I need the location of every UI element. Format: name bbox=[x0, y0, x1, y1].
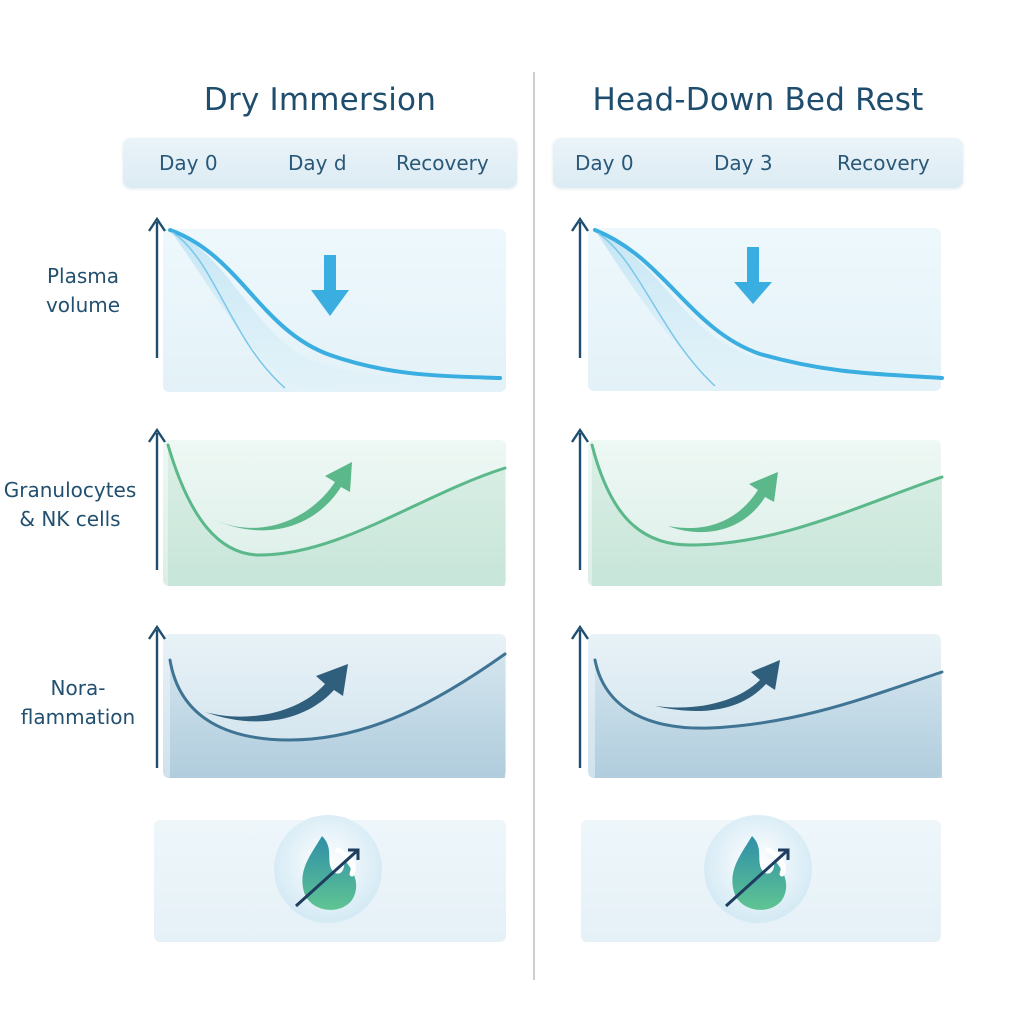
timeline-recovery: Recovery bbox=[396, 151, 489, 175]
hdbr-inflammation-axis-arrow bbox=[571, 624, 589, 768]
timeline-day0: Day 0 bbox=[575, 151, 634, 175]
hdbr-granulocytes-curve bbox=[590, 443, 944, 547]
dry-inflammation-area bbox=[170, 654, 505, 778]
timeline-day0: Day 0 bbox=[159, 151, 218, 175]
dry-inflammation-blocked-icon bbox=[274, 815, 382, 923]
dry-inflammation-axis-arrow bbox=[148, 624, 166, 768]
row-label-line: volume bbox=[45, 293, 121, 317]
timeline-day-n: Day d bbox=[288, 151, 347, 175]
timeline-day-n: Day 3 bbox=[714, 151, 773, 175]
row-label-line: flammation bbox=[20, 705, 136, 729]
dry-plasma-axis-arrow bbox=[148, 216, 166, 358]
row-label-line: Granulocytes bbox=[3, 478, 137, 502]
row-label-line: & NK cells bbox=[19, 507, 121, 531]
dry-inflammation-curve bbox=[168, 652, 507, 742]
dry-up-arrow-icon bbox=[215, 462, 352, 531]
head-down-bed-rest-title: Head-Down Bed Rest bbox=[592, 82, 924, 118]
hdbr-inflammation-curve bbox=[593, 658, 944, 730]
dry-granulocytes-curve bbox=[166, 443, 507, 557]
hdbr-plasma-area bbox=[595, 230, 942, 390]
hdbr-plasma-curve bbox=[593, 228, 944, 380]
dry-granulocytes-axis-arrow bbox=[148, 427, 166, 570]
hdbr-down-arrow-icon bbox=[734, 247, 772, 304]
hdbr-plasma-curve-inner bbox=[597, 232, 716, 387]
row-label-plasma-volume: Plasma volume bbox=[22, 262, 144, 320]
dry-immersion-timeline: Day 0 Day d Recovery bbox=[123, 138, 517, 188]
row-label-granulocytes: Granulocytes & NK cells bbox=[0, 476, 140, 534]
hdbr-inflammation-blocked-icon bbox=[704, 815, 812, 923]
dry-down-arrow-icon bbox=[311, 255, 349, 316]
row-label-line: Plasma bbox=[46, 264, 120, 288]
head-down-bed-rest-timeline: Day 0 Day 3 Recovery bbox=[553, 138, 963, 188]
hdbr-plasma-axis-arrow bbox=[571, 216, 589, 358]
dry-granulocytes-area bbox=[168, 445, 505, 586]
timeline-recovery: Recovery bbox=[837, 151, 930, 175]
column-divider bbox=[533, 72, 535, 980]
row-label-inflammation: Nora- flammation bbox=[16, 674, 140, 732]
hdbr-up-arrow-icon bbox=[668, 472, 778, 533]
dry-plasma-curve-inner bbox=[171, 231, 286, 389]
hdbr-inflammation-area bbox=[595, 660, 942, 778]
dry-plasma-curve bbox=[168, 228, 502, 380]
hdbr-granulocytes-area bbox=[592, 445, 942, 586]
dry-plasma-area bbox=[170, 230, 500, 390]
hdbr-inflammation-up-arrow-icon bbox=[655, 660, 780, 711]
dry-inflammation-up-arrow-icon bbox=[205, 664, 348, 722]
dry-immersion-title: Dry Immersion bbox=[203, 82, 437, 118]
hdbr-granulocytes-axis-arrow bbox=[571, 427, 589, 570]
row-label-line: Nora- bbox=[50, 676, 106, 700]
